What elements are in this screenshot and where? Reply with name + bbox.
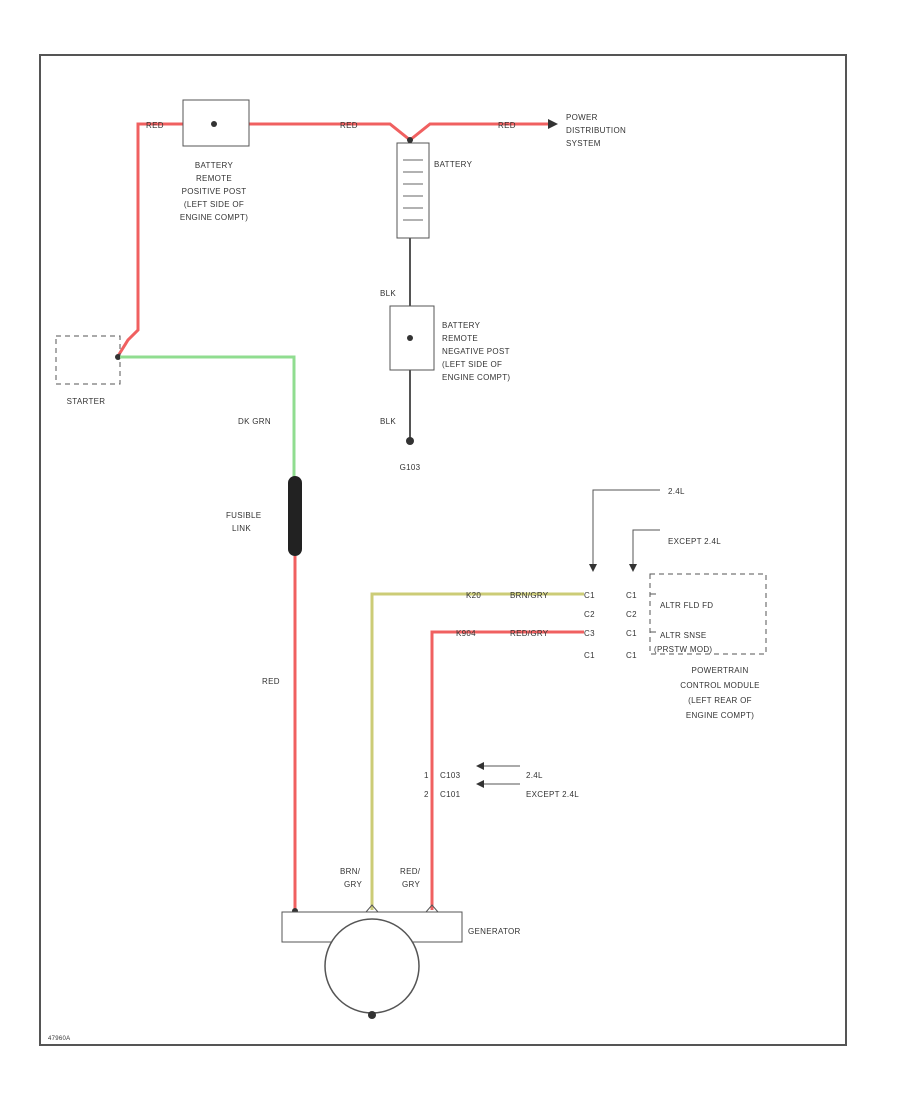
- pin-label-c1-top-left: C1: [584, 591, 595, 600]
- battery: [396, 142, 430, 239]
- diagram-frame: [39, 54, 847, 1046]
- powertrain-control-module: [649, 573, 767, 655]
- wire-label-k904: K904: [456, 629, 476, 638]
- connector-label-c101: C101: [440, 790, 461, 799]
- pin-label-p3: C1: [626, 629, 637, 638]
- wire-label-red-gry: RED/GRY: [510, 629, 549, 638]
- variant-arrow-head-1: [589, 564, 597, 572]
- wire-label-dk-grn: DK GRN: [238, 417, 271, 426]
- svg-text:ALTR SNSE: ALTR SNSE: [660, 631, 707, 640]
- wire-label-gen-brn: BRN/ GRY: [340, 867, 362, 889]
- battery-cells: [403, 159, 423, 221]
- svg-text:DISTRIBUTION: DISTRIBUTION: [566, 126, 626, 135]
- generator-field-terminal: [365, 904, 379, 913]
- remote-positive-terminal: [211, 121, 217, 127]
- generator-body: [324, 918, 420, 1014]
- svg-text:RED/: RED/: [400, 867, 421, 876]
- pin-label-p1: C1: [626, 591, 637, 600]
- svg-text:REMOTE: REMOTE: [196, 174, 232, 183]
- svg-text:(LEFT REAR OF: (LEFT REAR OF: [688, 696, 752, 705]
- svg-text:GRY: GRY: [402, 880, 420, 889]
- generator-ground-terminal: [368, 1011, 376, 1019]
- wire-label-red-1: RED: [146, 121, 164, 130]
- svg-text:CONTROL MODULE: CONTROL MODULE: [680, 681, 759, 690]
- wire-label-gen-red: RED/ GRY: [400, 867, 421, 889]
- pcm-field-label: ALTR FLD FD: [660, 601, 713, 610]
- svg-text:FUSIBLE: FUSIBLE: [226, 511, 261, 520]
- connector-pin-2: 2: [424, 790, 429, 799]
- connector-pin-1: 1: [424, 771, 429, 780]
- svg-text:GRY: GRY: [344, 880, 362, 889]
- fusible-link: [288, 476, 302, 556]
- generator-label: GENERATOR: [468, 927, 521, 936]
- svg-text:POWER: POWER: [566, 113, 598, 122]
- red-gry-wire: [430, 630, 584, 910]
- svg-text:REMOTE: REMOTE: [442, 334, 478, 343]
- svg-text:POWERTRAIN: POWERTRAIN: [691, 666, 748, 675]
- pin-label-c1-bottom-left: C1: [584, 651, 595, 660]
- remote-negative-terminal: [407, 335, 413, 341]
- pin-label-c3-left: C3: [584, 629, 595, 638]
- pin-label-p2: C2: [626, 610, 637, 619]
- connector-arrow-head-1: [476, 762, 484, 770]
- svg-text:SYSTEM: SYSTEM: [566, 139, 601, 148]
- fusible-link-label: FUSIBLE LINK: [226, 511, 261, 533]
- variant-arrow-line-1: [592, 489, 660, 566]
- wire-label-k20: K20: [466, 591, 481, 600]
- wire-label-red-long: RED: [262, 677, 280, 686]
- red-wire-remote-post-to-battery: [248, 122, 411, 142]
- svg-text:LINK: LINK: [232, 524, 251, 533]
- red-wire-starter-to-remote-post: [116, 122, 183, 357]
- brn-gry-wire: [370, 592, 584, 910]
- pin-label-c2-left: C2: [584, 610, 595, 619]
- variant-arrow-head-2: [629, 564, 637, 572]
- power-distribution-label: POWER DISTRIBUTION SYSTEM: [566, 113, 626, 148]
- svg-text:(PRSTW MOD): (PRSTW MOD): [654, 645, 712, 654]
- ground-label: G103: [400, 463, 421, 472]
- svg-text:BATTERY: BATTERY: [195, 161, 234, 170]
- variant-mid-label-2: EXCEPT 2.4L: [526, 790, 579, 799]
- pin-label-p4: C1: [626, 651, 637, 660]
- dk-grn-wire: [120, 355, 296, 478]
- wire-label-red-2: RED: [340, 121, 358, 130]
- wire-label-red-3: RED: [498, 121, 516, 130]
- connector-arrow-head-2: [476, 780, 484, 788]
- svg-text:BATTERY: BATTERY: [442, 321, 481, 330]
- svg-text:BRN/: BRN/: [340, 867, 361, 876]
- battery-positive-terminal: [407, 137, 413, 143]
- variant-top-label-2: EXCEPT 2.4L: [668, 537, 721, 546]
- variant-top-label-1: 2.4L: [668, 487, 685, 496]
- svg-text:(LEFT SIDE OF: (LEFT SIDE OF: [442, 360, 502, 369]
- wire-label-brn-gry: BRN/GRY: [510, 591, 549, 600]
- ground-point: [406, 437, 414, 445]
- svg-text:ENGINE COMPT): ENGINE COMPT): [686, 711, 754, 720]
- pcm-sense-label: ALTR SNSE (PRSTW MOD): [654, 631, 712, 654]
- generator-sense-terminal: [425, 904, 439, 913]
- pcm-title-label: POWERTRAIN CONTROL MODULE (LEFT REAR OF …: [680, 666, 759, 720]
- pds-arrow: [548, 119, 558, 129]
- svg-text:ENGINE COMPT): ENGINE COMPT): [180, 213, 248, 222]
- wire-label-blk-2: BLK: [380, 417, 396, 426]
- variant-arrow-line-2: [632, 529, 660, 566]
- wire-label-blk-1: BLK: [380, 289, 396, 298]
- starter-terminal: [115, 354, 121, 360]
- svg-text:ENGINE COMPT): ENGINE COMPT): [442, 373, 510, 382]
- red-wire-battery-to-pds: [409, 122, 550, 142]
- svg-text:POSITIVE POST: POSITIVE POST: [182, 187, 247, 196]
- variant-mid-label-1: 2.4L: [526, 771, 543, 780]
- connector-label-c103: C103: [440, 771, 461, 780]
- starter-label: STARTER: [67, 397, 106, 406]
- starter: [55, 335, 121, 385]
- battery-remote-positive-label: BATTERY REMOTE POSITIVE POST (LEFT SIDE …: [180, 161, 248, 222]
- battery-label: BATTERY: [434, 160, 473, 169]
- reference-code: 47960A: [48, 1036, 71, 1042]
- svg-text:NEGATIVE POST: NEGATIVE POST: [442, 347, 510, 356]
- battery-remote-negative-label: BATTERY REMOTE NEGATIVE POST (LEFT SIDE …: [442, 321, 510, 382]
- svg-text:(LEFT SIDE OF: (LEFT SIDE OF: [184, 200, 244, 209]
